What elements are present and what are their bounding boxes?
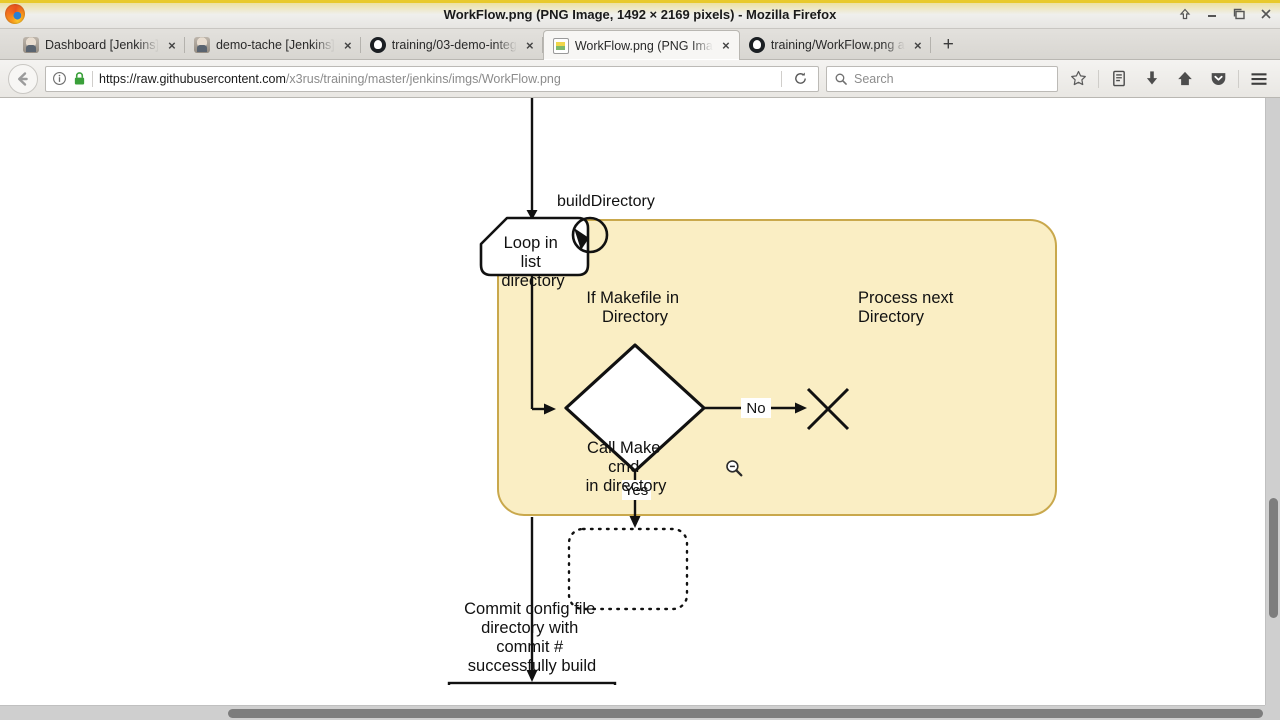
loop-marker-icon (571, 216, 609, 254)
call-make-node (567, 527, 689, 611)
edge-label-no-bg (741, 398, 771, 418)
edge-to-commit-arrowhead (526, 670, 538, 682)
tab-demo-tache-jenkins[interactable]: demo-tache [Jenkins] × (185, 31, 361, 59)
tab-label: training/03-demo-integ (391, 38, 517, 52)
reload-icon (794, 72, 806, 84)
pocket-icon[interactable] (1205, 66, 1231, 92)
minimize-button[interactable] (1204, 6, 1220, 22)
loop-node-label: Loop in list directory (501, 234, 565, 290)
zoom-out-cursor (726, 460, 743, 477)
shade-button[interactable] (1177, 6, 1193, 22)
edge-no-arrowhead (795, 402, 807, 414)
title-bar: WorkFlow.png (PNG Image, 1492 × 2169 pix… (0, 0, 1280, 29)
tab-workflow-png[interactable]: WorkFlow.png (PNG Ima × (542, 30, 740, 60)
commit-label: Commit config file directory with commit… (464, 600, 600, 675)
reload-button[interactable] (788, 71, 812, 86)
tab-label: WorkFlow.png (PNG Ima (574, 38, 713, 53)
loop-node-shape (479, 216, 590, 277)
edge-label-no: No (746, 400, 765, 417)
github-icon (369, 37, 386, 53)
reader-list-icon[interactable] (1106, 66, 1132, 92)
workflow-diagram-svg: Loop in list directory buildDirectory If… (447, 98, 1057, 685)
tab-close-icon[interactable]: × (526, 37, 534, 53)
image-file-icon (552, 37, 569, 54)
tab-label: training/WorkFlow.png a (770, 38, 905, 52)
edge-into-loop-arrowhead (526, 210, 538, 220)
jenkins-icon (23, 37, 39, 53)
github-icon (748, 37, 765, 53)
tab-training-workflow-png[interactable]: training/WorkFlow.png a × (740, 31, 931, 59)
edge-label-yes: Yes (624, 482, 648, 499)
vertical-scrollbar[interactable] (1265, 98, 1280, 705)
terminate-x-icon (806, 387, 850, 431)
back-arrow-icon (18, 71, 28, 86)
new-tab-button[interactable]: + (942, 34, 954, 55)
search-input[interactable]: Search (854, 71, 894, 86)
url-divider-2 (781, 70, 782, 87)
maximize-button[interactable] (1231, 6, 1247, 22)
tab-dashboard-jenkins[interactable]: Dashboard [Jenkins] × (14, 31, 185, 59)
terminate-label: Process next Directory (858, 289, 958, 326)
close-button[interactable] (1258, 6, 1274, 22)
tab-close-icon[interactable]: × (913, 37, 922, 53)
downloads-icon[interactable] (1139, 66, 1165, 92)
tab-strip: Dashboard [Jenkins] × demo-tache [Jenkin… (0, 29, 1280, 60)
url-divider (92, 70, 93, 87)
url-text: https://raw.githubusercontent.com/x3rus/… (99, 72, 775, 86)
search-bar[interactable]: Search (826, 65, 1058, 92)
window-title: WorkFlow.png (PNG Image, 1492 × 2169 pix… (443, 6, 837, 22)
horizontal-scrollbar-thumb[interactable] (228, 709, 1263, 718)
jenkins-icon (193, 37, 210, 53)
edge-yes-arrowhead (629, 516, 641, 528)
url-bar[interactable]: https://raw.githubusercontent.com/x3rus/… (45, 65, 819, 92)
vertical-scrollbar-thumb[interactable] (1269, 498, 1278, 618)
search-icon (835, 73, 847, 85)
tab-training-03-demo-integ[interactable]: training/03-demo-integ × (361, 31, 543, 59)
image-viewer-content: Loop in list directory buildDirectory If… (0, 98, 1280, 720)
loop-marker-arrowhead (574, 228, 589, 250)
horizontal-scrollbar[interactable] (0, 705, 1265, 720)
window-controls (1177, 6, 1274, 22)
commit-node (447, 681, 617, 685)
toolbar-divider-2 (1238, 69, 1239, 88)
workflow-diagram-image[interactable]: Loop in list directory buildDirectory If… (0, 98, 1265, 685)
tab-close-icon[interactable]: × (168, 37, 176, 53)
tab-close-icon[interactable]: × (722, 38, 730, 53)
bookmark-star-icon[interactable] (1065, 66, 1091, 92)
edge-label-build-directory: buildDirectory (557, 193, 655, 210)
tab-label: Dashboard [Jenkins] (45, 38, 159, 52)
url-path: /x3rus/training/master/jenkins/imgs/Work… (285, 71, 561, 86)
edge-decision-arrowhead (544, 403, 556, 415)
call-make-label: Call Make cmd in directory (586, 439, 667, 495)
navigation-toolbar: https://raw.githubusercontent.com/x3rus/… (0, 60, 1280, 98)
decision-label: If Makefile in Directory (586, 289, 683, 326)
padlock-icon[interactable] (73, 71, 86, 86)
toolbar-divider (1098, 69, 1099, 88)
home-icon[interactable] (1172, 66, 1198, 92)
menu-hamburger-icon[interactable] (1246, 66, 1272, 92)
info-circle-icon[interactable] (52, 71, 67, 86)
tab-close-icon[interactable]: × (343, 37, 352, 53)
tab-label: demo-tache [Jenkins] (215, 38, 335, 52)
scrollbar-corner (1265, 705, 1280, 720)
edge-label-yes-bg (622, 480, 651, 500)
back-button[interactable] (8, 63, 38, 94)
firefox-logo-icon (5, 4, 25, 24)
url-host: https://raw.githubusercontent.com (99, 71, 286, 86)
